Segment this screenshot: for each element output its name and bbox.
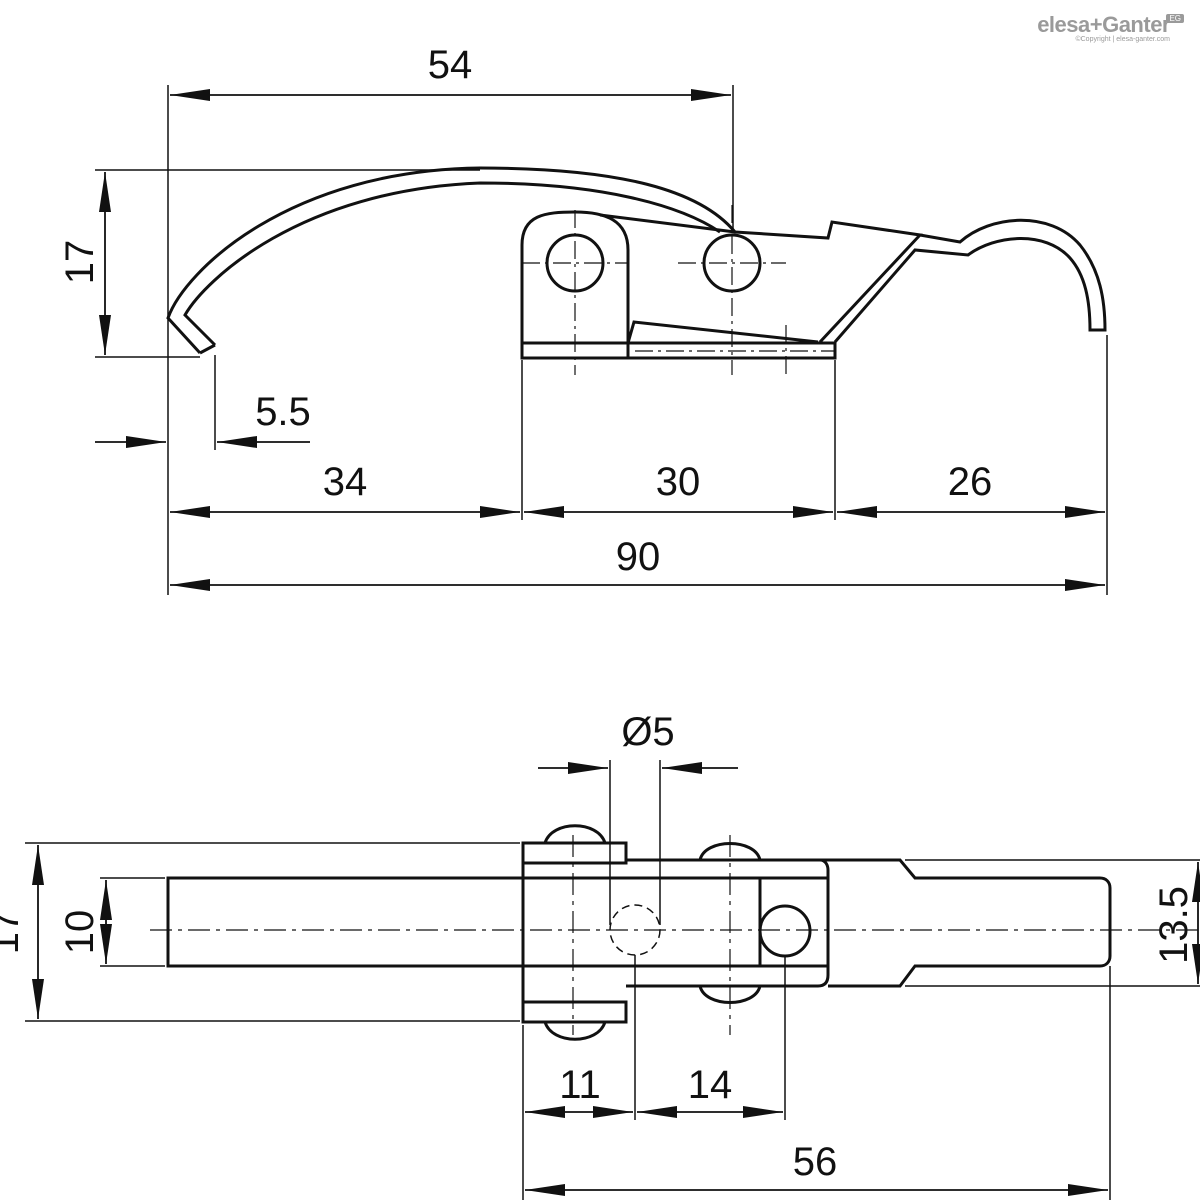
base-wedge: [626, 320, 819, 344]
dim-label-overall-width: 17: [0, 910, 27, 955]
lever-body: [599, 213, 924, 344]
bracket-ear-bottom: [521, 1000, 628, 1024]
strap: [166, 876, 525, 968]
dim-label-overall-length: 90: [616, 535, 661, 579]
brand-badge: EG: [1166, 14, 1184, 23]
handle-top: [820, 858, 1112, 988]
handle-tail: [833, 218, 1107, 343]
side-view-labels: 54 17 5.5 34 30 26 90: [58, 43, 992, 579]
dim-label-hole-pitch-2: 14: [688, 1063, 733, 1107]
side-dimension-lines: [95, 89, 1105, 591]
top-extension-lines: [25, 760, 1200, 1200]
rivet-head: [758, 904, 812, 958]
dim-label-strap-width: 10: [58, 910, 102, 955]
dim-label-hook-height: 17: [58, 240, 102, 285]
dim-label-hole-diameter: Ø5: [621, 710, 674, 754]
dim-label-hook-reach: 54: [428, 43, 473, 87]
dim-label-handle-width: 13.5: [1152, 886, 1196, 964]
hook-arm-outer: [166, 166, 737, 355]
top-dimension-lines: [32, 762, 1200, 1196]
dim-label-hook-length: 34: [323, 460, 368, 504]
hook-arm-inner: [183, 181, 721, 347]
lever-inner-frame: [758, 876, 830, 968]
dim-label-handle-length: 26: [948, 460, 993, 504]
side-extension-lines: [95, 85, 1108, 595]
dim-label-hole-pitch-1: 11: [559, 1063, 601, 1107]
dim-label-hook-tip: 5.5: [255, 390, 311, 434]
brand-name: elesa+Ganter: [1037, 12, 1170, 37]
top-centerlines: [150, 835, 1200, 1035]
side-view: [95, 85, 1108, 595]
copyright-text: ©Copyright | elesa-ganter.com: [1075, 36, 1170, 43]
brand-logo: elesa+Ganter ©Copyright | elesa-ganter.c…: [1010, 12, 1184, 43]
dim-label-body-length: 56: [793, 1140, 838, 1184]
top-view-labels: Ø5 17 10 13.5 11 14 56: [0, 710, 1196, 1184]
top-view: [25, 760, 1200, 1200]
bracket-ear-top: [521, 841, 628, 865]
dim-label-base-length: 30: [656, 460, 701, 504]
